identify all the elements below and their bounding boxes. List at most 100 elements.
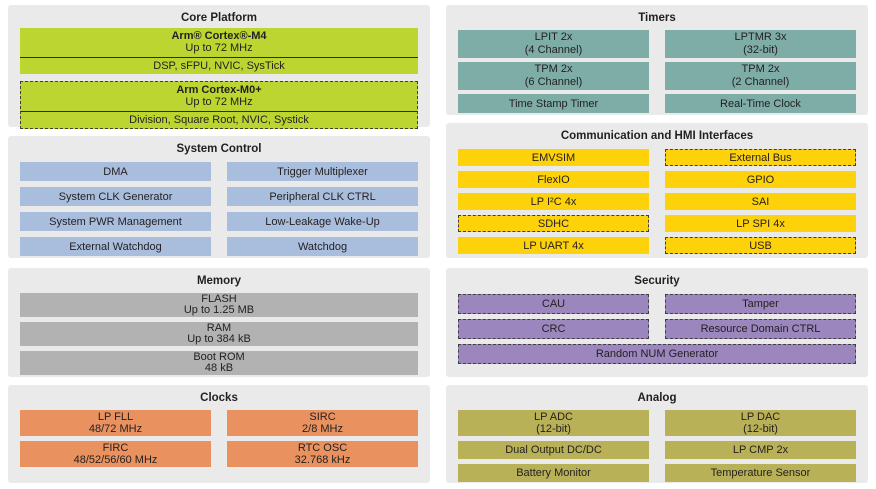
sirc-label: SIRC — [309, 411, 336, 423]
block-low-leakage-wake-up: Low-Leakage Wake-Up — [227, 212, 418, 231]
block-real-time-clock: Real-Time Clock — [665, 94, 856, 113]
cortex-m4-name: Arm® Cortex®-M4 — [171, 30, 267, 42]
block-dma: DMA — [20, 162, 211, 181]
section-core-platform: Core Platform Arm® Cortex®-M4 Up to 72 M… — [8, 5, 430, 129]
block-lp-uart: LP UART 4x — [458, 237, 649, 254]
block-random-num-generator: Random NUM Generator — [458, 344, 856, 364]
block-emvsim: EMVSIM — [458, 149, 649, 166]
block-sirc: SIRC 2/8 MHz — [227, 410, 418, 436]
analog-title: Analog — [637, 392, 677, 404]
block-sai: SAI — [665, 193, 856, 210]
block-boot-rom: Boot ROM 48 kB — [20, 351, 418, 375]
block-temperature-sensor: Temperature Sensor — [665, 464, 856, 482]
cortex-m0-name: Arm Cortex-M0+ — [176, 84, 262, 96]
block-peripheral-clk-ctrl: Peripheral CLK CTRL — [227, 187, 418, 206]
memory-stack: FLASH Up to 1.25 MB RAM Up to 384 kB Boo… — [20, 293, 418, 375]
cortex-m4-features: DSP, sFPU, NVIC, SysTick — [153, 60, 285, 72]
section-timers: Timers LPIT 2x (4 Channel) LPTMR 3x (32-… — [446, 5, 868, 115]
lp-dac-bits: (12-bit) — [743, 423, 778, 435]
block-lptmr: LPTMR 3x (32-bit) — [665, 30, 856, 58]
rtc-osc-label: RTC OSC — [297, 442, 348, 454]
block-flash: FLASH Up to 1.25 MB — [20, 293, 418, 317]
section-clocks: Clocks LP FLL 48/72 MHz SIRC 2/8 MHz FIR… — [8, 385, 430, 483]
clocks-title: Clocks — [200, 392, 238, 404]
block-gpio: GPIO — [665, 171, 856, 188]
block-ram: RAM Up to 384 kB — [20, 322, 418, 346]
firc-freq: 48/52/56/60 MHz — [73, 454, 158, 466]
block-cortex-m4: Arm® Cortex®-M4 Up to 72 MHz DSP, sFPU, … — [20, 28, 418, 74]
cortex-m4-frequency: Up to 72 MHz — [185, 42, 253, 54]
tpm-2ch-label: TPM 2x — [741, 63, 780, 75]
flash-size: Up to 1.25 MB — [183, 304, 255, 316]
block-trigger-multiplexer: Trigger Multiplexer — [227, 162, 418, 181]
section-system-control: System Control DMA Trigger Multiplexer S… — [8, 136, 430, 258]
block-cortex-m0: Arm Cortex-M0+ Up to 72 MHz Division, Sq… — [20, 81, 418, 129]
left-column: Core Platform Arm® Cortex®-M4 Up to 72 M… — [8, 5, 430, 483]
block-battery-monitor: Battery Monitor — [458, 464, 649, 482]
block-lp-spi: LP SPI 4x — [665, 215, 856, 232]
block-system-clk-generator: System CLK Generator — [20, 187, 211, 206]
block-usb: USB — [665, 237, 856, 254]
lp-fll-freq: 48/72 MHz — [88, 423, 143, 435]
section-analog: Analog LP ADC (12-bit) LP DAC (12-bit) D… — [446, 385, 868, 483]
section-memory: Memory FLASH Up to 1.25 MB RAM Up to 384… — [8, 268, 430, 377]
block-crc: CRC — [458, 319, 649, 339]
block-lp-fll: LP FLL 48/72 MHz — [20, 410, 211, 436]
cortex-m0-header: Arm Cortex-M0+ Up to 72 MHz — [21, 82, 417, 112]
core-platform-title: Core Platform — [180, 12, 258, 24]
block-tamper: Tamper — [665, 294, 856, 314]
flash-label: FLASH — [201, 292, 237, 305]
block-rtc-osc: RTC OSC 32.768 kHz — [227, 441, 418, 467]
section-communication-hmi: Communication and HMI Interfaces EMVSIM … — [446, 123, 868, 258]
memory-title: Memory — [196, 275, 242, 287]
block-lp-cmp: LP CMP 2x — [665, 441, 856, 459]
lp-adc-bits: (12-bit) — [536, 423, 571, 435]
cortex-m0-frequency: Up to 72 MHz — [185, 96, 253, 108]
block-resource-domain-ctrl: Resource Domain CTRL — [665, 319, 856, 339]
sirc-freq: 2/8 MHz — [302, 423, 343, 435]
rtc-osc-freq: 32.768 kHz — [294, 454, 351, 466]
block-lp-adc: LP ADC (12-bit) — [458, 410, 649, 436]
block-sdhc: SDHC — [458, 215, 649, 232]
cortex-m0-features: Division, Square Root, NVIC, Systick — [129, 114, 309, 126]
ram-size: Up to 384 kB — [187, 333, 251, 345]
timers-title: Timers — [638, 12, 676, 24]
ram-label: RAM — [206, 321, 232, 334]
lp-adc-label: LP ADC — [534, 411, 573, 423]
communication-grid: EMVSIM External Bus FlexIO GPIO LP I²C 4… — [458, 149, 856, 254]
lptmr-bits: (32-bit) — [743, 44, 778, 56]
block-cau: CAU — [458, 294, 649, 314]
clocks-grid: LP FLL 48/72 MHz SIRC 2/8 MHz FIRC 48/52… — [20, 410, 418, 467]
security-grid: CAU Tamper CRC Resource Domain CTRL Rand… — [458, 294, 856, 364]
lptmr-label: LPTMR 3x — [734, 31, 787, 43]
block-time-stamp-timer: Time Stamp Timer — [458, 94, 649, 113]
boot-rom-size: 48 kB — [204, 362, 234, 374]
tpm-2ch-channels: (2 Channel) — [731, 76, 790, 88]
lp-fll-label: LP FLL — [97, 411, 134, 423]
tpm-6ch-label: TPM 2x — [534, 63, 573, 75]
right-column: Timers LPIT 2x (4 Channel) LPTMR 3x (32-… — [446, 5, 868, 483]
section-security: Security CAU Tamper CRC Resource Domain … — [446, 268, 868, 377]
system-control-grid: DMA Trigger Multiplexer System CLK Gener… — [20, 162, 418, 256]
firc-label: FIRC — [102, 442, 129, 454]
block-tpm-6ch: TPM 2x (6 Channel) — [458, 62, 649, 90]
block-lpit: LPIT 2x (4 Channel) — [458, 30, 649, 58]
block-lp-i2c: LP I²C 4x — [458, 193, 649, 210]
block-system-pwr-management: System PWR Management — [20, 212, 211, 231]
timers-grid: LPIT 2x (4 Channel) LPTMR 3x (32-bit) TP… — [458, 30, 856, 113]
block-tpm-2ch: TPM 2x (2 Channel) — [665, 62, 856, 90]
lp-dac-label: LP DAC — [740, 411, 781, 423]
block-flexio: FlexIO — [458, 171, 649, 188]
tpm-6ch-channels: (6 Channel) — [524, 76, 583, 88]
block-external-bus: External Bus — [665, 149, 856, 166]
block-watchdog: Watchdog — [227, 237, 418, 256]
boot-rom-label: Boot ROM — [193, 350, 245, 363]
analog-grid: LP ADC (12-bit) LP DAC (12-bit) Dual Out… — [458, 410, 856, 482]
cortex-m4-header: Arm® Cortex®-M4 Up to 72 MHz — [20, 28, 418, 58]
block-firc: FIRC 48/52/56/60 MHz — [20, 441, 211, 467]
security-title: Security — [634, 275, 680, 287]
communication-hmi-title: Communication and HMI Interfaces — [560, 130, 754, 142]
system-control-title: System Control — [176, 143, 262, 155]
block-external-watchdog: External Watchdog — [20, 237, 211, 256]
